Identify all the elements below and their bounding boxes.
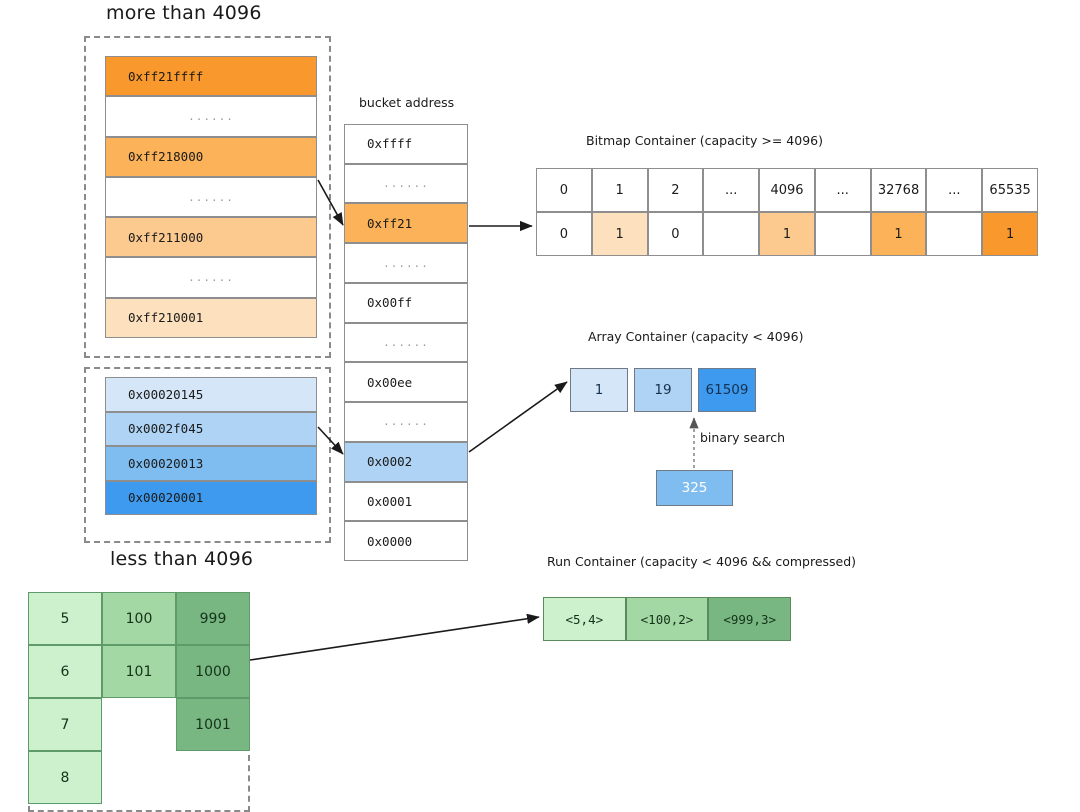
bucket-row-selected-blue[interactable]: 0x0002 — [344, 441, 468, 482]
label-bucket-address: bucket address — [359, 95, 455, 110]
bucket-ellipsis-row[interactable]: ...... — [344, 243, 468, 283]
bitmap-index-cell: ... — [814, 168, 871, 212]
source-table-cell-col3: 1000 — [176, 645, 250, 698]
arrow-source-table-to-run — [249, 613, 540, 661]
bucket-row[interactable]: 0xffff — [344, 124, 468, 164]
source-table-cell-col2: 100 — [102, 592, 176, 645]
run-container-grid: <5,4><100,2><999,3> — [543, 597, 791, 641]
bitmap-bit-cell: 1 — [870, 212, 927, 256]
source-table-cell-col1: 7 — [28, 698, 102, 751]
source-table-cell-col1: 5 — [28, 592, 102, 645]
bitmap-bit-cell — [926, 212, 983, 256]
low-list-value-row: 0x0002f045 — [105, 411, 317, 446]
source-table-cell-col3: 1001 — [176, 698, 250, 751]
bitmap-index-cell: ... — [926, 168, 983, 212]
run-container-cell: <5,4> — [543, 597, 626, 641]
label-more-than-4096: more than 4096 — [106, 2, 262, 24]
bitmap-index-cell: 32768 — [870, 168, 927, 212]
bucket-address-column: 0xffff......0xff21......0x00ff......0x00… — [344, 124, 468, 561]
bucket-row[interactable]: 0x00ee — [344, 362, 468, 403]
high-list-ellipsis-row: ...... — [105, 96, 317, 137]
run-container-cell: <100,2> — [625, 597, 709, 641]
bitmap-index-cell: 0 — [536, 168, 592, 212]
low-list-value-row: 0x00020001 — [105, 480, 317, 515]
high-list-value-row: 0xff211000 — [105, 217, 317, 258]
bitmap-bit-cell: 1 — [759, 212, 815, 256]
array-container-cell: 19 — [634, 368, 692, 412]
bitmap-index-cell: ... — [703, 168, 760, 212]
high-list-ellipsis-row: ...... — [105, 257, 317, 298]
high-list-value-row: 0xff210001 — [105, 297, 317, 338]
label-bitmap-container-title: Bitmap Container (capacity >= 4096) — [586, 133, 823, 148]
high-list-value-row: 0xff21ffff — [105, 56, 317, 97]
bitmap-bit-cell: 1 — [982, 212, 1038, 256]
source-table-cell-col1: 8 — [28, 751, 102, 804]
bucket-row-selected-orange[interactable]: 0xff21 — [344, 203, 468, 244]
source-table-cell-col3: 999 — [176, 592, 250, 645]
label-less-than-4096: less than 4096 — [110, 548, 254, 570]
source-table-cell-col2: 101 — [102, 645, 176, 698]
bitmap-bit-cell: 0 — [647, 212, 704, 256]
bitmap-bit-cell: 1 — [591, 212, 648, 256]
low-list-value-row: 0x00020013 — [105, 446, 317, 481]
bucket-ellipsis-row[interactable]: ...... — [344, 163, 468, 204]
arrow-bucket-to-array — [468, 381, 568, 453]
bitmap-bit-cell: 0 — [536, 212, 592, 256]
array-container-cell: 1 — [570, 368, 628, 412]
low-list-value-row: 0x00020145 — [105, 377, 317, 412]
high-list-value-row: 0xff218000 — [105, 136, 317, 177]
bitmap-index-cell: 65535 — [982, 168, 1038, 212]
run-container-cell: <999,3> — [708, 597, 791, 641]
source-table-cell-col1: 6 — [28, 645, 102, 698]
array-container-cell: 61509 — [698, 368, 756, 412]
bitmap-bit-cell — [814, 212, 871, 256]
bucket-row[interactable]: 0x0001 — [344, 481, 468, 522]
bitmap-index-cell: 4096 — [759, 168, 815, 212]
label-array-container-title: Array Container (capacity < 4096) — [588, 329, 804, 344]
bucket-ellipsis-row[interactable]: ...... — [344, 322, 468, 363]
label-binary-search: binary search — [700, 430, 786, 445]
bitmap-index-cell: 1 — [591, 168, 648, 212]
binary-search-probe-cell: 325 — [656, 470, 733, 506]
bucket-row[interactable]: 0x00ff — [344, 282, 468, 323]
high-cardinality-value-list: 0xff21ffff......0xff218000......0xff2110… — [105, 56, 317, 338]
group-box-low-cardinality — [84, 367, 331, 543]
high-list-ellipsis-row: ...... — [105, 176, 317, 218]
bucket-row[interactable]: 0x0000 — [344, 521, 468, 561]
bitmap-index-cell: 2 — [647, 168, 704, 212]
label-run-container-title: Run Container (capacity < 4096 && compre… — [547, 554, 857, 569]
bitmap-bit-cell — [703, 212, 760, 256]
bucket-ellipsis-row[interactable]: ...... — [344, 402, 468, 442]
